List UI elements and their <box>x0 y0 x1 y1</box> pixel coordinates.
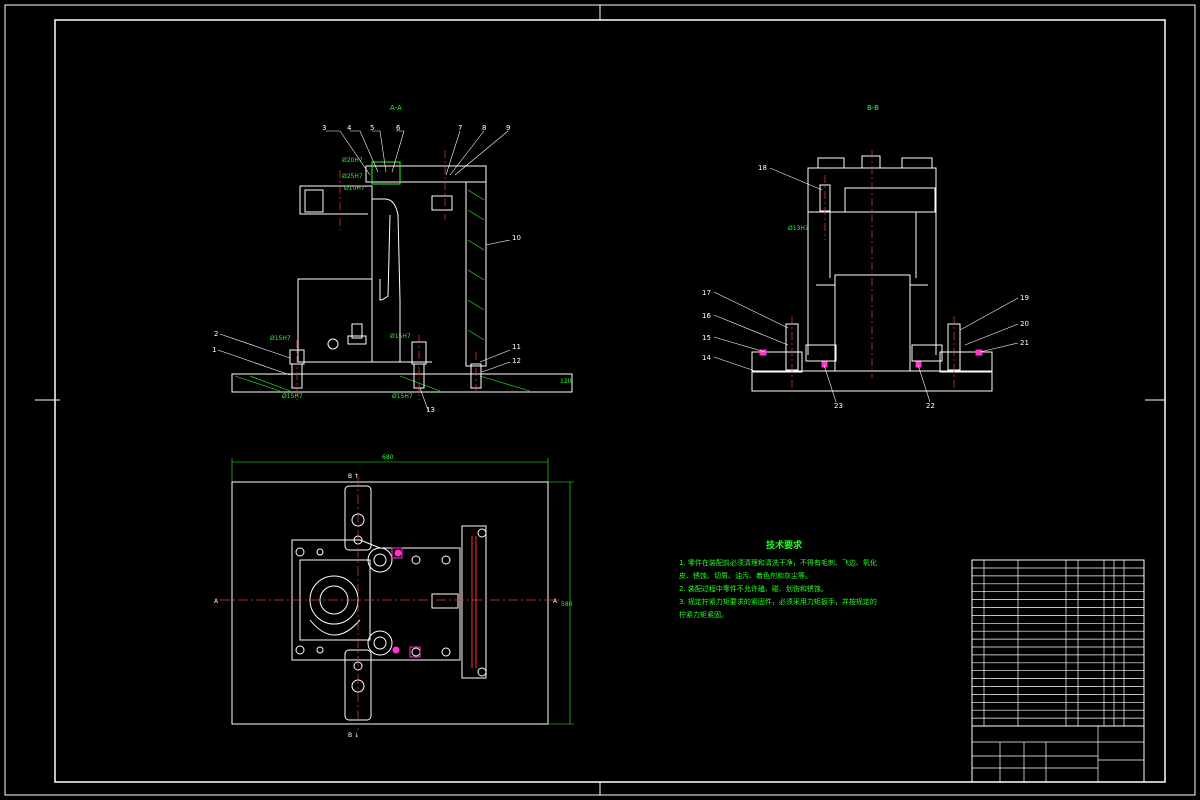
section-b-title: B-B <box>867 104 879 112</box>
technical-requirements: 技术要求 1. 零件在装配前必须清理和清洗干净，不得有毛刺、飞边、氧化皮、锈蚀、… <box>679 540 879 622</box>
balloon-23: 23 <box>834 402 843 410</box>
dim-a-7: Ø10H7 <box>344 185 365 192</box>
section-a-dimensions: Ø20H7 Ø25H7 Ø15H7 Ø15H7 Ø15H7 Ø15H7 Ø10H… <box>270 157 572 400</box>
dim-a-5: Ø15H7 <box>282 393 303 400</box>
balloon-2: 2 <box>214 330 218 338</box>
section-a-view: A-A <box>217 104 573 411</box>
tech-title: 技术要求 <box>765 541 802 551</box>
balloon-11: 11 <box>512 343 521 351</box>
section-a-title: A-A <box>390 104 402 112</box>
plan-section-a-right: A <box>553 598 558 605</box>
balloon-3: 3 <box>322 124 326 132</box>
plan-section-b-top: B ↑ <box>348 473 359 480</box>
balloon-19: 19 <box>1020 294 1029 302</box>
plan-dim-580: 580 <box>561 601 573 608</box>
dim-a-2: Ø25H7 <box>342 173 363 180</box>
balloon-4: 4 <box>347 124 352 132</box>
tech-line-1: 1. 零件在装配前必须清理和清洗干净，不得有毛刺、飞边、氧化皮、锈蚀、切屑、油污… <box>679 559 877 580</box>
balloon-14: 14 <box>702 354 711 362</box>
title-block <box>971 559 1145 783</box>
plan-section-b-bottom: B ↓ <box>348 732 359 739</box>
plan-section-a-left: A <box>214 598 219 605</box>
dim-b-1: Ø13H7 <box>788 225 809 232</box>
balloon-1: 1 <box>212 346 216 354</box>
balloon-17: 17 <box>702 289 711 297</box>
outer-frame <box>4 4 1196 796</box>
balloon-13: 13 <box>426 406 435 414</box>
balloon-6: 6 <box>396 124 401 132</box>
balloon-5: 5 <box>370 124 374 132</box>
balloon-16: 16 <box>702 312 711 320</box>
balloon-8: 8 <box>482 124 486 132</box>
dim-a-8: 120 <box>560 378 572 385</box>
balloon-10: 10 <box>512 234 521 242</box>
balloon-9: 9 <box>506 124 510 132</box>
dim-a-6: Ø15H7 <box>392 393 413 400</box>
balloon-20: 20 <box>1020 320 1029 328</box>
plan-dim-680: 680 <box>382 454 394 461</box>
balloon-15: 15 <box>702 334 711 342</box>
dim-a-4: Ø15H7 <box>390 333 411 340</box>
tech-line-3: 3. 规定拧紧力矩要求的紧固件，必须采用力矩扳手，并按规定的拧紧力矩紧固。 <box>679 598 877 619</box>
section-b-balloons: 18 17 16 15 14 19 20 21 22 23 <box>702 164 1029 410</box>
balloon-22: 22 <box>926 402 935 410</box>
balloon-21: 21 <box>1020 339 1029 347</box>
section-a-balloons: 3 4 5 6 7 8 9 10 1 2 11 12 13 <box>212 124 521 414</box>
tech-line-2: 2. 装配过程中零件不允许磕、碰、划伤和锈蚀。 <box>679 585 828 593</box>
balloon-12: 12 <box>512 357 521 365</box>
inner-frame <box>54 19 1166 783</box>
section-b-dimensions: Ø13H7 <box>788 225 809 232</box>
plan-dimensions: 680 B ↑ B ↓ A A 580 <box>214 454 573 739</box>
plan-view <box>220 458 574 730</box>
centering-marks <box>35 5 1165 795</box>
dim-a-1: Ø20H7 <box>342 157 363 164</box>
balloon-18: 18 <box>758 164 767 172</box>
section-b-view: B-B <box>713 104 1019 403</box>
balloon-7: 7 <box>458 124 462 132</box>
dim-a-3: Ø15H7 <box>270 335 291 342</box>
